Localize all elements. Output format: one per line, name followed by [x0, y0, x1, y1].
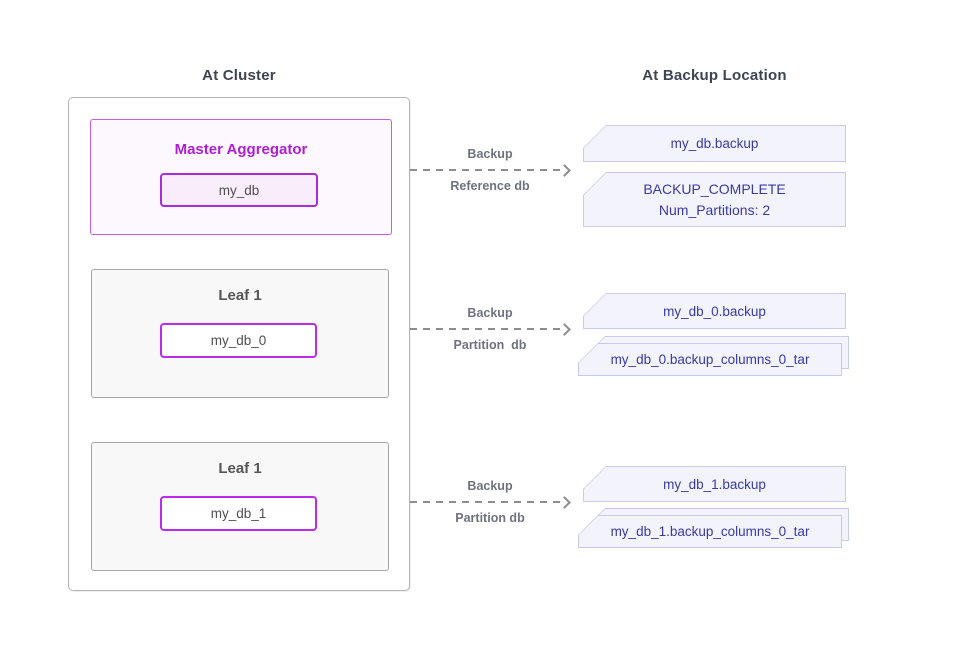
backup-file-label: my_db_0.backup_columns_0_tar	[610, 352, 810, 367]
master-db-label: my_db	[218, 182, 260, 198]
backup-arrow-reference-db: Backup Reference db	[408, 147, 572, 193]
arrow-head-icon	[558, 495, 571, 509]
master-aggregator-box: Master Aggregator my_db	[90, 119, 392, 235]
master-db-node: my_db	[160, 173, 318, 207]
backup-file-my-db: my_db.backup	[583, 125, 846, 162]
cluster-heading: At Cluster	[202, 67, 276, 84]
backup-complete-line1: BACKUP_COMPLETE	[643, 180, 786, 197]
backup-file-label: my_db.backup	[670, 136, 759, 151]
backup-file-label: my_db_0.backup	[663, 303, 766, 319]
master-aggregator-title: Master Aggregator	[174, 141, 308, 158]
backup-arrow-partition-db-1: Backup Partition db	[408, 479, 572, 525]
arrow-head-icon	[558, 322, 571, 336]
backup-file-stack-my-db-1-columns: my_db_1.backup_columns_0_tar	[578, 508, 850, 549]
leaf-0-db-label: my_db_0	[210, 333, 267, 348]
dashed-line	[410, 169, 560, 171]
backup-file-my-db-1: my_db_1.backup	[583, 466, 846, 502]
leaf-1-db-label: my_db_1	[210, 506, 267, 521]
arrow-0-bottom-label: Reference db	[450, 179, 530, 193]
cluster-box: Master Aggregator my_db Leaf 1 my_db_0 L…	[68, 97, 410, 591]
dashed-arrow-line	[408, 322, 572, 336]
dashed-line	[410, 328, 560, 330]
dashed-arrow-line	[408, 495, 572, 509]
leaf-0-title: Leaf 1	[218, 287, 262, 304]
stacked-file-front: my_db_0.backup_columns_0_tar	[578, 343, 842, 376]
arrow-0-top-label: Backup	[467, 147, 513, 161]
dashed-arrow-line	[408, 163, 572, 177]
backup-file-my-db-0: my_db_0.backup	[583, 293, 846, 329]
backup-file-label: my_db_1.backup	[663, 476, 766, 492]
leaf-box-1: Leaf 1 my_db_1	[91, 442, 389, 571]
leaf-box-0: Leaf 1 my_db_0	[91, 269, 389, 398]
arrow-1-top-label: Backup	[467, 306, 513, 320]
stacked-file-front: my_db_1.backup_columns_0_tar	[578, 515, 842, 548]
backup-location-heading: At Backup Location	[642, 67, 787, 84]
leaf-1-title: Leaf 1	[218, 460, 262, 477]
leaf-0-db-node: my_db_0	[160, 323, 317, 358]
dashed-line	[410, 501, 560, 503]
arrow-2-top-label: Backup	[467, 479, 513, 493]
backup-file-stack-my-db-0-columns: my_db_0.backup_columns_0_tar	[578, 336, 850, 377]
backup-file-label: my_db_1.backup_columns_0_tar	[610, 524, 810, 539]
arrow-2-bottom-label: Partition db	[455, 511, 525, 525]
backup-complete-line2: Num_Partitions: 2	[658, 201, 771, 218]
arrow-head-icon	[558, 163, 571, 177]
backup-complete-note: BACKUP_COMPLETE Num_Partitions: 2	[583, 172, 846, 227]
arrow-1-bottom-label: Partition db	[453, 338, 527, 352]
leaf-1-db-node: my_db_1	[160, 496, 317, 531]
backup-arrow-partition-db-0: Backup Partition db	[408, 306, 572, 352]
